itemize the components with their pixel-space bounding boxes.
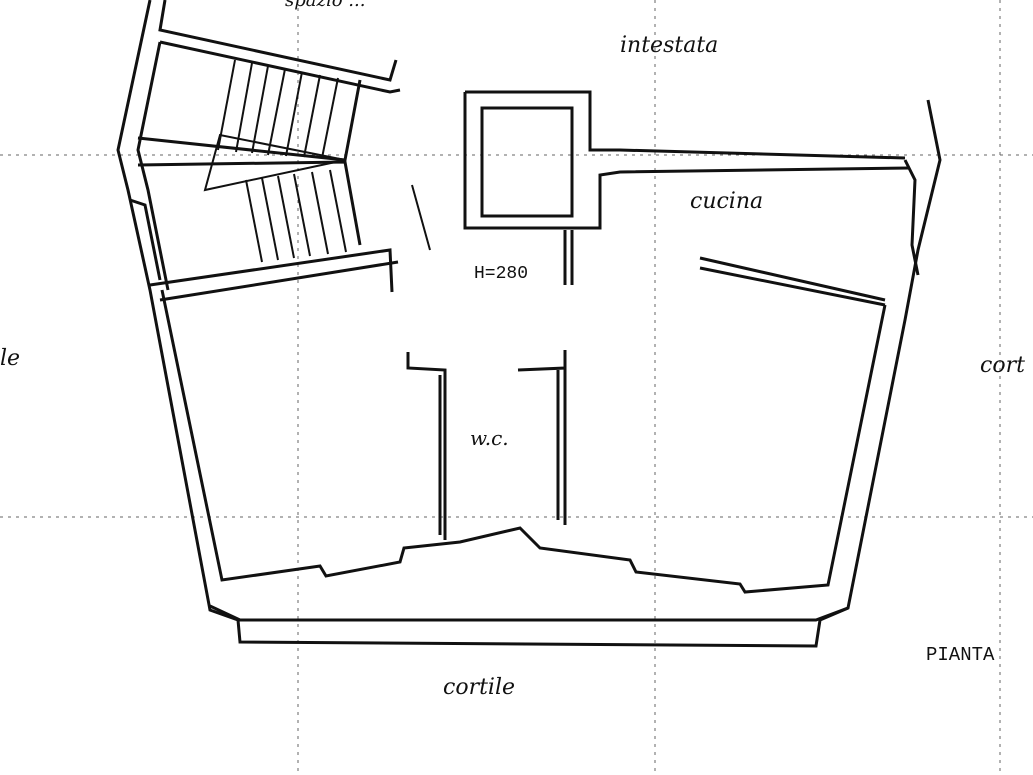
intestata-label: intestata [620,33,718,58]
kitchen-partition [699,159,920,307]
staircase [137,59,431,263]
outer-walls [116,0,942,648]
top-scribble-label: spazio ... [285,0,365,11]
wc-walls [406,350,567,540]
cortile-bottom-label: cortile [443,675,515,700]
height-label: H=280 [474,264,528,284]
shaft-block [463,90,911,285]
pianta-label: PIANTA [926,644,995,666]
wc-label: w.c. [470,426,509,450]
cortile-left-label: le [0,346,20,371]
cucina-label: cucina [690,189,763,214]
cortile-right-label: cort [980,353,1025,378]
